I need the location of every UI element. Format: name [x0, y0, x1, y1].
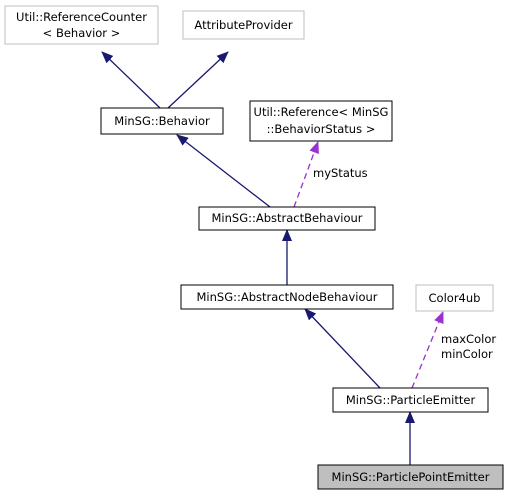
node-minsg-particle-emitter[interactable]: MinSG::ParticleEmitter	[332, 387, 489, 413]
edge-label-maxcolor: maxColor	[441, 332, 496, 346]
edge-label-mystatus: myStatus	[313, 166, 368, 180]
edge-particleemitter-to-abstractnodebehaviour	[304, 308, 381, 389]
node-label: AttributeProvider	[194, 18, 292, 32]
node-minsg-particle-point-emitter[interactable]: MinSG::ParticlePointEmitter	[317, 464, 504, 490]
node-minsg-abstract-node-behaviour[interactable]: MinSG::AbstractNodeBehaviour	[180, 284, 394, 310]
node-label: MinSG::AbstractBehaviour	[212, 211, 363, 225]
node-label: MinSG::ParticleEmitter	[346, 393, 476, 407]
node-label-line1: Util::ReferenceCounter	[16, 10, 147, 24]
node-label: MinSG::AbstractNodeBehaviour	[196, 290, 377, 304]
inheritance-edges	[101, 51, 415, 465]
node-label-line2: < Behavior >	[43, 26, 121, 40]
node-label-line1: Util::Reference< MinSG	[254, 105, 389, 119]
node-label: MinSG::ParticlePointEmitter	[332, 470, 490, 484]
node-util-reference-behavior-status[interactable]: Util::Reference< MinSG ::BehaviorStatus …	[249, 100, 393, 142]
node-label: MinSG::Behavior	[114, 114, 210, 128]
edge-behavior-to-attributeprovider	[167, 51, 229, 109]
node-attribute-provider[interactable]: AttributeProvider	[182, 10, 305, 40]
node-label: Color4ub	[429, 291, 481, 305]
edge-abstractbehaviour-to-behavior	[176, 134, 271, 208]
node-minsg-abstract-behaviour[interactable]: MinSG::AbstractBehaviour	[198, 206, 376, 231]
edge-behavior-to-refcounter	[101, 51, 161, 109]
edge-label-mincolor: minColor	[441, 347, 493, 361]
node-util-reference-counter[interactable]: Util::ReferenceCounter < Behavior >	[4, 5, 159, 45]
edge-particleemitter-to-color4ub	[411, 311, 444, 389]
node-label-line2: ::BehaviorStatus >	[267, 122, 376, 136]
node-color4ub[interactable]: Color4ub	[415, 284, 494, 312]
node-minsg-behavior[interactable]: MinSG::Behavior	[100, 107, 224, 135]
usage-edges	[293, 141, 444, 389]
edge-abstractbehaviour-to-status-ref	[293, 141, 319, 208]
